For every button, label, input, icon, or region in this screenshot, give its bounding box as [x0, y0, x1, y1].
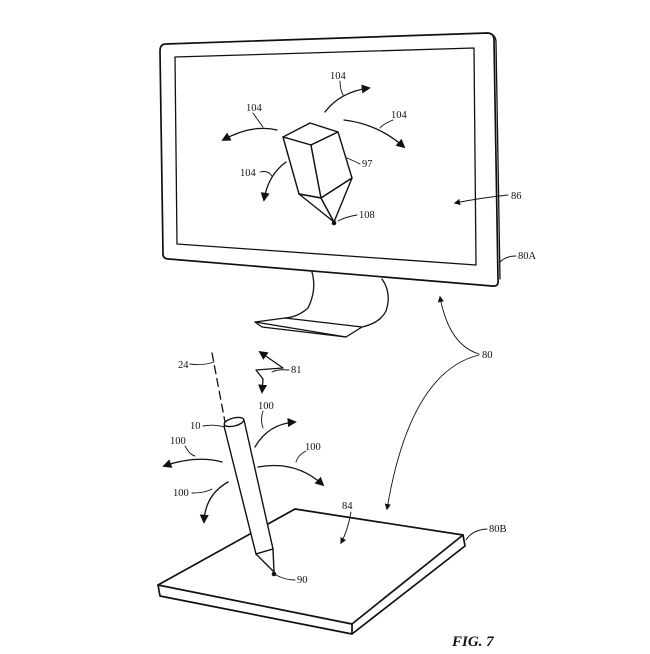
stylus-motion-arrows — [162, 418, 325, 524]
label-wireless-link: 81 — [291, 365, 302, 376]
virtual-object — [282, 122, 353, 226]
label-stylus-motion-top: 100 — [258, 401, 274, 412]
label-stylus: 10 — [190, 421, 201, 432]
figure-caption: FIG. 7 — [451, 634, 494, 650]
label-object-motion-left: 104 — [246, 103, 263, 114]
label-display-system: 80 — [482, 350, 493, 361]
label-stylus-motion-right: 100 — [305, 442, 321, 453]
reference-labels: 104 104 104 104 97 108 86 80A 80 80B 84 … — [170, 71, 537, 650]
leader-lines — [184, 80, 517, 581]
label-stylus-tip: 90 — [297, 575, 308, 586]
tablet — [157, 508, 466, 635]
stylus-tip-dot — [271, 571, 277, 577]
label-stylus-motion-left: 100 — [170, 436, 186, 447]
label-tablet-surface: 84 — [342, 501, 353, 512]
stylus-axis — [211, 352, 226, 423]
label-object-motion-lower: 104 — [240, 168, 257, 179]
label-monitor: 80A — [518, 251, 537, 262]
wireless-link-zigzag — [255, 350, 284, 394]
monitor — [159, 32, 501, 338]
label-stylus-motion-lower: 100 — [173, 488, 189, 499]
label-object-motion-top: 104 — [330, 71, 347, 82]
label-tablet: 80B — [489, 524, 507, 535]
label-virtual-object: 97 — [362, 159, 373, 170]
stylus — [211, 352, 277, 577]
label-display-screen: 86 — [511, 191, 522, 202]
object-motion-arrows — [221, 84, 406, 202]
label-object-motion-right: 104 — [391, 110, 408, 121]
label-stylus-axis: 24 — [178, 360, 189, 371]
display-screen — [174, 47, 477, 266]
label-object-tip: 108 — [359, 210, 375, 221]
object-tip-dot — [331, 220, 337, 226]
